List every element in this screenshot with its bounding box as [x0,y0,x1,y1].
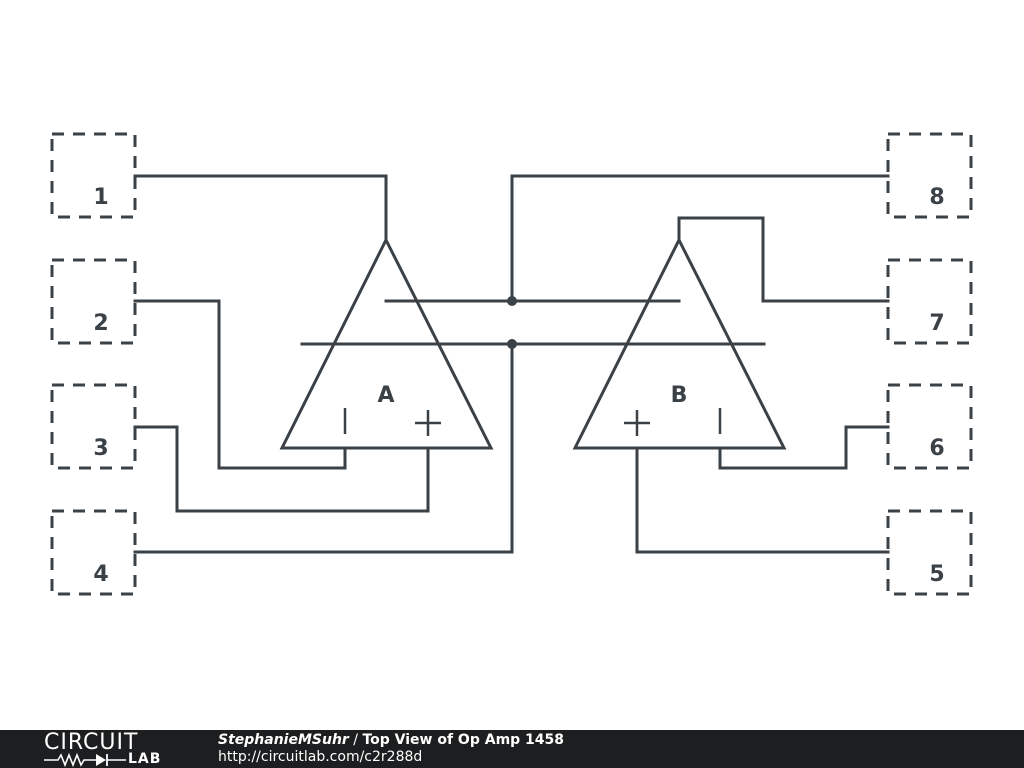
wire-pin3-a-noninverting [133,425,430,513]
wire-pin7-b-output [677,216,890,303]
pin-number-5: 5 [929,562,944,587]
pin-number-6: 6 [929,436,944,461]
wire-pin1-a-output [133,174,388,242]
wire-pin2-a-inverting [133,299,347,470]
wire-pin8-vplus [510,174,890,303]
circuit-url[interactable]: http://circuitlab.com/c2r288d [218,749,423,765]
op-amp-b-label: B [671,383,688,408]
pin-number-7: 7 [929,311,944,336]
footer-bar: CIRCUIT LAB StephanieMSuhr / Top View of… [0,730,1024,768]
circuit-title[interactable]: Top View of Op Amp 1458 [362,732,565,748]
schematic-canvas: 1 2 3 4 8 7 6 5 A B [50,132,973,596]
pin-number-1: 1 [93,185,108,210]
junction-vminus [507,339,517,349]
logo-wordmark-bottom: LAB [128,751,162,767]
pin-number-8: 8 [929,185,944,210]
resistor-diode-icon [44,753,126,767]
pin-number-4: 4 [93,562,108,587]
logo-wordmark-top: CIRCUIT [44,730,139,755]
wire-pin4-vminus [133,342,514,554]
wire-pin5-b-noninverting [635,446,890,554]
op-amp-a-label: A [377,383,394,408]
pin-number-2: 2 [93,311,108,336]
pin-number-3: 3 [93,436,108,461]
op-amp-schematic: 1 2 3 4 8 7 6 5 A B [50,132,973,596]
wire-pin6-b-inverting [718,425,890,470]
author-name[interactable]: StephanieMSuhr [218,732,349,748]
title-separator: / [348,732,363,748]
circuitlab-logo[interactable]: CIRCUIT LAB [44,730,178,767]
junction-vplus [507,296,517,306]
circuit-meta: StephanieMSuhr / Top View of Op Amp 1458… [218,732,564,766]
